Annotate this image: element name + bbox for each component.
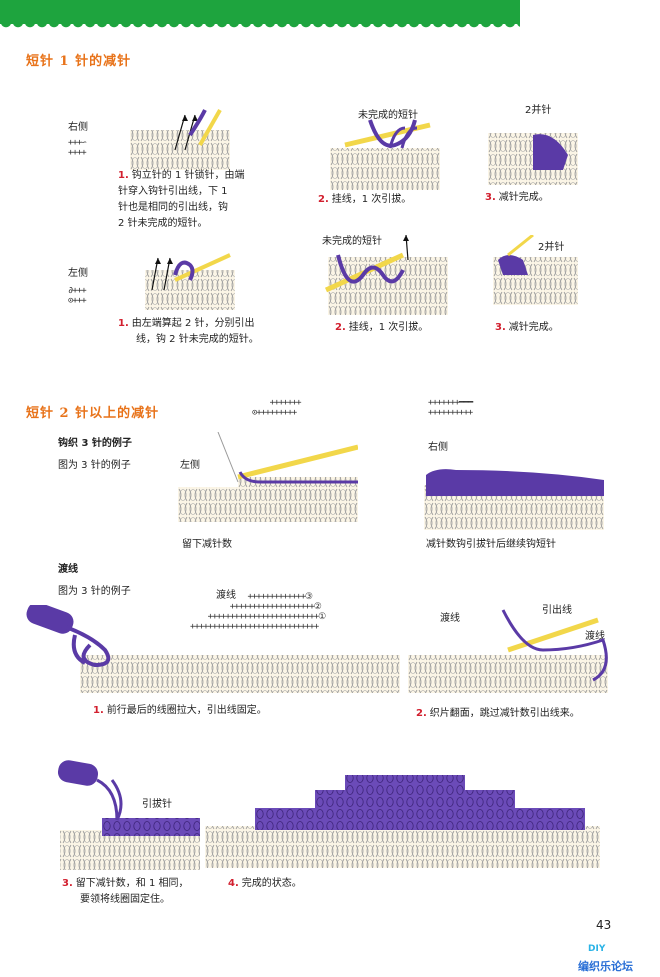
example-subtitle: 图为 3 针的例子 <box>58 460 131 471</box>
crochet-symbol-left: ∂+++⊙+++ <box>68 286 87 306</box>
step3-number: 3. <box>485 192 496 203</box>
crossing-step2-number: 2. <box>416 708 427 719</box>
logo-diy-text: DIY <box>588 944 606 954</box>
crossing-subtitle: 图为 3 针的例子 <box>58 586 131 597</box>
step1-number: 1. <box>118 170 129 181</box>
crossing-chart-label-right: 渡线 <box>440 613 460 624</box>
figure-right-step3 <box>488 133 578 185</box>
crossing-step4-number: 4. <box>228 878 239 889</box>
example-title: 钩织 3 针的例子 <box>58 438 132 449</box>
caption-slip-continue: 减针数钩引拔针后继续钩短针 <box>426 539 556 550</box>
unfinished-stitch-label: 未完成的短针 <box>358 110 418 121</box>
symbol-left-example: +++++++⊙+++++++++ <box>252 398 302 418</box>
left-step3-number: 3. <box>495 322 506 333</box>
figure-crossing-step3 <box>57 760 200 870</box>
example-left-label: 左侧 <box>180 460 200 471</box>
left-step1-number: 1. <box>118 318 129 329</box>
circle-3: ③ <box>304 592 313 602</box>
figure-crossing-step4 <box>205 775 600 868</box>
example-right-label: 右侧 <box>428 442 448 453</box>
figure-right-step1 <box>130 109 230 170</box>
figure-example-left <box>178 432 358 522</box>
figure-left-step3 <box>493 235 578 305</box>
crossing-chart-symbols: +++++++++++++③ +++++++++++++++++++② ++++… <box>190 592 326 632</box>
crochet-symbol-right: +++∽++++ <box>68 138 87 158</box>
section-title-single-decrease: 短针 1 针的减针 <box>26 54 132 69</box>
figure-crossing-step1 <box>26 605 400 693</box>
crossing-step3-number: 3. <box>62 878 73 889</box>
circle-2: ② <box>313 602 322 612</box>
header-band <box>0 0 520 30</box>
left-side-label: 左侧 <box>68 268 88 279</box>
step1-right-caption: 1.钩立针的 1 针锁针，由端 针穿入钩针引出线，下 1 针也是相同的引出线，钩… <box>118 170 245 229</box>
slip-stitch-label: 引拔针 <box>142 799 172 810</box>
page-number: 43 <box>596 918 612 932</box>
right-side-label: 右侧 <box>68 122 88 133</box>
figure-right-step2 <box>330 119 440 190</box>
crossing-figure-label: 渡线 <box>585 631 605 642</box>
left-step2-number: 2. <box>335 322 346 333</box>
crossing-step1-number: 1. <box>93 705 104 716</box>
crossing-chart-label: 渡线 <box>216 590 236 601</box>
crossing-step3-caption: 3.留下减针数，和 1 相同， 要领将线圈固定住。 <box>62 878 189 905</box>
figure-left-step2 <box>324 235 448 315</box>
symbol-right-example: +++++++━━━++++++++++ <box>428 398 473 418</box>
left-two-together-label: 2并针 <box>538 242 565 253</box>
forum-logo: DIY 编织乐论坛 <box>578 944 648 974</box>
figure-left-step1 <box>145 253 235 310</box>
step3-right-caption: 3.减针完成。 <box>485 192 549 203</box>
step2-left-caption: 2.挂线，1 次引拔。 <box>335 322 429 333</box>
step2-number: 2. <box>318 194 329 205</box>
left-unfinished-label: 未完成的短针 <box>322 236 382 247</box>
step1-left-caption: 1.由左端算起 2 针，分别引出 线，钩 2 针未完成的短针。 <box>118 318 259 345</box>
step2-right-caption: 2.挂线，1 次引拔。 <box>318 194 412 205</box>
section-title-multi-decrease: 短针 2 针以上的减针 <box>26 406 160 421</box>
two-together-label: 2并针 <box>525 105 552 116</box>
crossing-step4-caption: 4.完成的状态。 <box>228 878 302 889</box>
crossing-step1-caption: 1.前行最后的线圈拉大，引出线固定。 <box>93 705 267 716</box>
pull-yarn-label: 引出线 <box>542 605 572 616</box>
caption-leave-decrease: 留下减针数 <box>182 539 232 550</box>
logo-forum-text: 编织乐论坛 <box>578 960 633 973</box>
crossing-title: 渡线 <box>58 564 78 575</box>
crossing-step2-caption: 2.织片翻面，跳过减针数引出线来。 <box>416 708 580 719</box>
figure-example-right <box>424 469 604 530</box>
step3-left-caption: 3.减针完成。 <box>495 322 559 333</box>
figure-crossing-step2 <box>408 609 608 693</box>
circle-1: ① <box>318 612 326 622</box>
